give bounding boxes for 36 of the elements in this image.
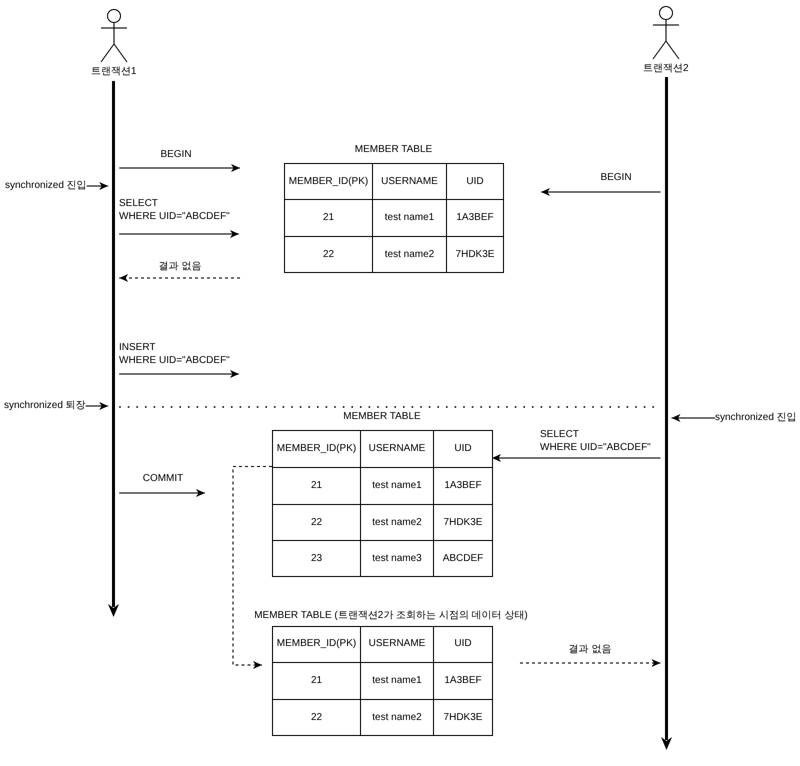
annotation: synchronized 진입 — [715, 412, 797, 424]
table-cell: ABCDEF — [433, 540, 493, 577]
annotation: synchronized 진입 — [5, 180, 87, 192]
table-title: MEMBER TABLE — [354, 143, 432, 156]
table-title: MEMBER TABLE (트랜잭션2가 조회하는 시점의 데이터 상태) — [254, 609, 528, 622]
table-cell: 23 — [272, 540, 361, 577]
header-cell: UID — [446, 163, 504, 200]
table-cell: 7HDK3E — [433, 699, 493, 736]
table-cell: 22 — [272, 699, 361, 736]
arrow — [540, 188, 661, 196]
actor-label: 트랜잭션1 — [90, 66, 136, 78]
lifeline — [660, 77, 672, 750]
arrow — [118, 370, 240, 378]
header-cell: MEMBER_ID(PK) — [272, 626, 361, 663]
arrow — [492, 454, 661, 462]
arrow — [118, 164, 240, 172]
header-cell: MEMBER_ID(PK) — [284, 163, 373, 200]
arrow — [118, 489, 206, 497]
header-cell: UID — [433, 626, 493, 663]
arrow — [232, 466, 272, 669]
header-cell: MEMBER_ID(PK) — [272, 430, 361, 468]
annotation: synchronized 퇴장 — [4, 400, 86, 412]
arrow — [671, 414, 716, 422]
actor-label: 트랜잭션2 — [643, 63, 689, 76]
arrow — [520, 659, 661, 667]
edge-label: 결과 없음 — [568, 644, 612, 656]
table-cell: 7HDK3E — [446, 236, 504, 273]
arrow — [118, 230, 240, 238]
edge-label: 결과 없음 — [158, 261, 202, 273]
lifeline — [108, 81, 120, 617]
arrow — [86, 182, 109, 190]
header-cell: UID — [433, 430, 493, 468]
arrow — [118, 274, 240, 282]
table-title: MEMBER TABLE — [343, 410, 421, 423]
arrow — [85, 402, 109, 410]
table-cell: 22 — [284, 236, 373, 273]
